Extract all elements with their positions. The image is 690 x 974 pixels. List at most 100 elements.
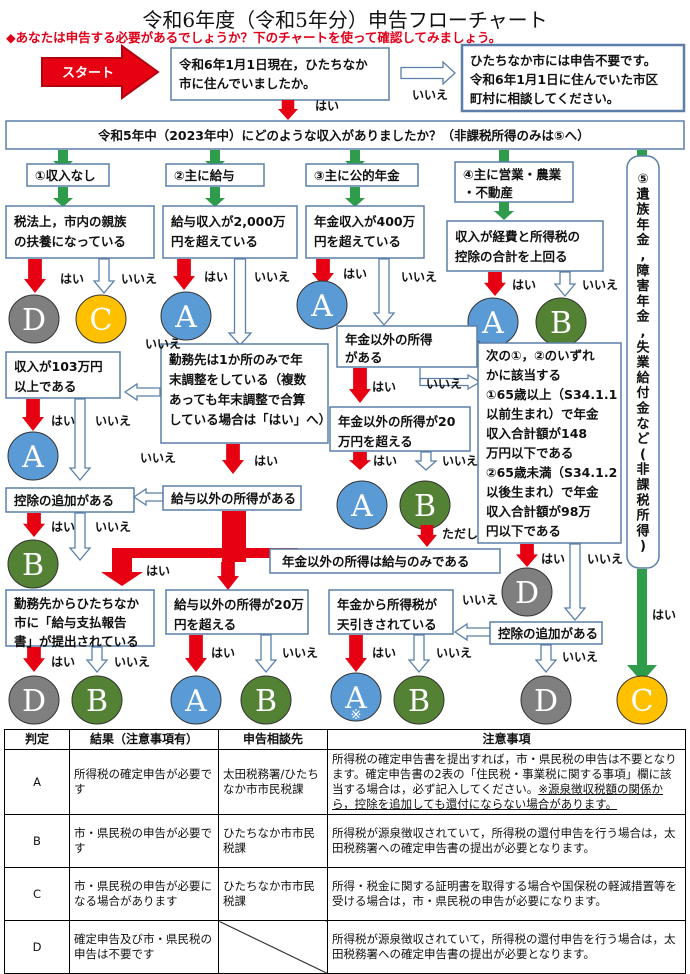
no-filing-box-text: 令和6年1月1日に住んでいた市区 xyxy=(469,72,658,87)
yes-arrow-salary-other xyxy=(101,511,298,586)
category-5-text: ど xyxy=(636,432,649,447)
no-label: いいえ xyxy=(95,520,131,534)
question-report-text: 市に「給与支払報告 xyxy=(14,615,127,630)
question-salary-other-text: 給与以外の所得がある xyxy=(171,491,296,506)
no-arrow-salary-other xyxy=(132,487,164,507)
branch-arrow xyxy=(210,187,220,199)
category-5-text: 金 xyxy=(635,309,650,325)
no-arrow-resident xyxy=(400,60,456,86)
result-d-9 xyxy=(8,675,60,725)
no-label: いいえ xyxy=(582,278,618,292)
question-income xyxy=(5,120,685,150)
question-salary-other20 xyxy=(165,589,309,635)
result-a-11 xyxy=(330,672,382,722)
question-either-text: 収入合計額が98万 xyxy=(486,504,591,519)
result-a-6-letter: A xyxy=(350,489,373,524)
category-2-text: ②主に給与 xyxy=(174,168,235,183)
branch-arrow xyxy=(58,150,68,162)
category-4 xyxy=(454,161,574,203)
question-salary-text: 給与収入が2,000万 xyxy=(171,214,286,229)
yes-arrow-business xyxy=(484,272,506,296)
yes-label: はい xyxy=(372,646,396,660)
yes-arrow-salary-other20 xyxy=(185,635,207,672)
question-103-text: 収入が103万円 xyxy=(14,359,103,374)
branch-arrow xyxy=(637,150,647,160)
legend-office: ひたちなか市市民税課 xyxy=(218,814,328,868)
no-label: いいえ xyxy=(442,454,478,468)
question-salary-other20-text: 給与以外の所得が20万 xyxy=(174,597,304,612)
legend-note-underline: ※源泉徴収税額の関係から，控除を追加しても還付にならない場合があります。 xyxy=(332,782,663,811)
question-either-text: 万円以下である xyxy=(485,446,573,461)
result-b-9-letter: B xyxy=(86,684,108,719)
legend-result: 確定申告及び市・県民税の申告は不要です xyxy=(69,920,219,974)
category-5-text: 遺 xyxy=(635,186,650,202)
no-label: いいえ xyxy=(462,593,498,607)
no-label: いいえ xyxy=(401,270,437,284)
no-arrow-salary xyxy=(227,258,253,346)
result-c-1-letter: C xyxy=(90,303,113,338)
question-dependent xyxy=(5,205,155,259)
question-either-text: 円以下である xyxy=(486,524,561,539)
result-a-10 xyxy=(170,675,222,725)
question-other-income-text: がある xyxy=(345,350,383,365)
yes-label: はい xyxy=(254,454,278,468)
no-label: いいえ xyxy=(587,552,623,566)
category-5-text: 課 xyxy=(636,477,650,493)
no-arrow-dependent xyxy=(92,258,116,295)
legend-row: B 市・県民税の申告が必要です ひたちなか市市民税課 所得税が源泉徴収されていて… xyxy=(4,814,686,868)
result-a-3 xyxy=(296,280,348,330)
question-either-text: ②65歳未満（S34.1.2 xyxy=(486,465,617,480)
question-other20-pension-text: 年金以外の所得が20 xyxy=(338,414,456,429)
question-year-end-text: あっても年末調整で合算 xyxy=(169,392,306,407)
question-pension-text: 年金収入が400万 xyxy=(314,214,415,229)
no-arrow-year-end xyxy=(123,382,161,402)
yes-label: はい xyxy=(51,520,75,534)
question-pension xyxy=(305,205,425,259)
category-4-text: ④主に営業・農業 xyxy=(463,167,562,182)
yes-arrow-deduction xyxy=(23,513,45,537)
question-withheld-text: 天引きされている xyxy=(337,617,437,632)
question-pension-only-salary xyxy=(269,548,501,574)
category-5-text: 失 xyxy=(636,339,650,355)
result-b-10-letter: B xyxy=(255,684,277,719)
category-5-text: 金 xyxy=(635,232,650,248)
question-either-text: かに該当する xyxy=(486,368,561,383)
question-salary-other xyxy=(162,485,302,511)
question-year-end-text: 末調整をしている（複数 xyxy=(168,372,307,387)
category-5-text: 年 xyxy=(636,217,649,233)
category-5-text: 得 xyxy=(635,523,649,539)
category-5-text: 族 xyxy=(636,202,650,218)
no-label: いいえ xyxy=(121,272,157,286)
question-other20-pension xyxy=(329,406,471,452)
result-a-6 xyxy=(336,480,388,530)
branch-arrow xyxy=(350,187,360,199)
page-subtitle: ◆あなたは申告する必要があるでしょうか？下のチャートを使って確認してみましょう。 xyxy=(6,30,502,45)
result-b-8-letter: B xyxy=(22,548,44,583)
question-year-end-text: している場合は「はい」へ） xyxy=(169,412,331,427)
no-filing-box xyxy=(460,43,686,113)
no-arrow-deduction-2 xyxy=(453,622,491,642)
category-5-text: 税 xyxy=(636,492,649,508)
branch-arrow xyxy=(210,150,220,162)
result-c-1 xyxy=(75,294,127,344)
header-office: 申告相談先 xyxy=(218,729,328,750)
question-salary xyxy=(162,205,298,259)
yes-arrow-other20 xyxy=(349,452,371,470)
category-5 xyxy=(626,155,660,569)
category-3 xyxy=(305,163,419,187)
tadashi-label: ただし xyxy=(442,527,478,541)
result-d-9-letter: D xyxy=(22,684,46,719)
result-a-2-letter: A xyxy=(174,300,197,335)
legend-note: 所得税の確定申告書を提出すれば，市・県民税の申告は不要となります。確定申告書の2… xyxy=(327,749,686,815)
category-5-text: 所 xyxy=(636,508,649,524)
question-deduction-add-2 xyxy=(489,621,603,645)
yes-arrow-tadashi xyxy=(417,525,437,547)
question-dependent-text: 税法上，市内の親族 xyxy=(14,214,127,229)
no-label: いいえ xyxy=(412,88,448,102)
no-arrow-either xyxy=(563,543,587,622)
question-resident xyxy=(170,47,390,101)
start-arrow xyxy=(41,44,160,100)
category-5-text: 非 xyxy=(636,462,649,478)
question-business-text: 控除の合計を上回る xyxy=(455,249,568,264)
result-b-8 xyxy=(7,539,59,589)
